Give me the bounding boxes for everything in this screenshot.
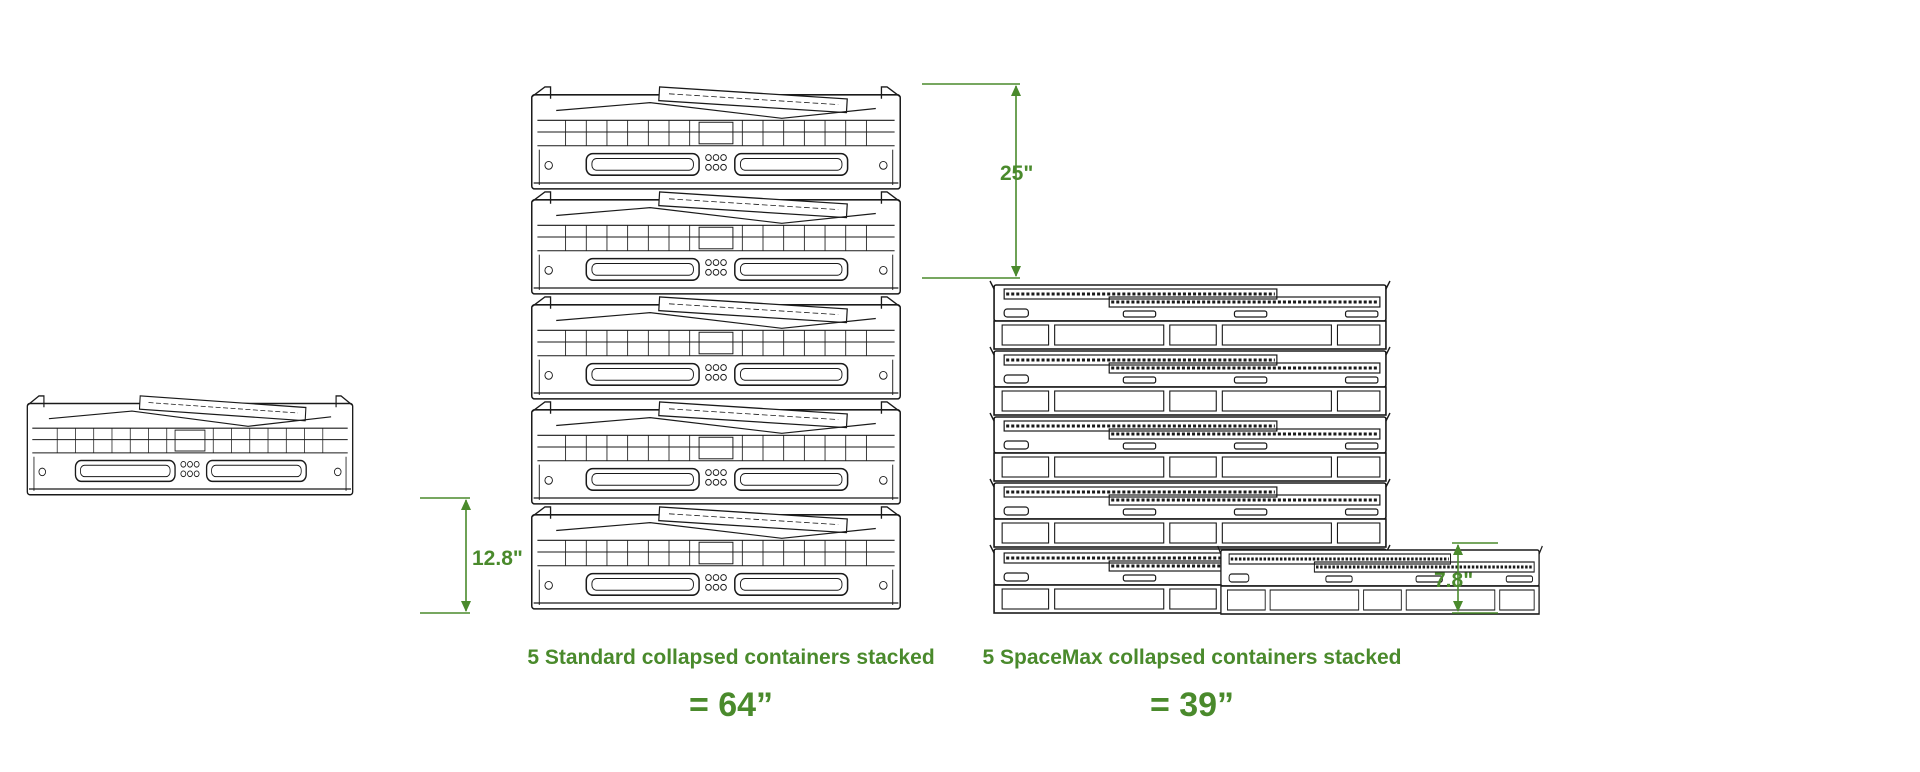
single-spacemax-container [1216,544,1544,616]
spacemax-height-label: 7.8" [1434,569,1473,592]
standard-stack-container-4 [530,191,902,295]
spacemax-stack-container-3 [988,411,1392,483]
height-difference-dimension [922,83,1021,279]
standard-stack-total: = 64” [688,686,774,724]
standard-stack-caption: 5 Standard collapsed containers stacked [527,646,935,669]
spacemax-height-dimension [1452,542,1498,614]
spacemax-stack-total: = 39” [1149,686,1235,724]
standard-stack-container-1 [530,506,902,610]
single-standard-container [26,395,354,496]
standard-container-stack [530,86,902,610]
spacemax-stack-container-5 [988,279,1392,351]
standard-stack-container-3 [530,296,902,400]
spacemax-stack-caption: 5 SpaceMax collapsed containers stacked [982,646,1402,669]
standard-height-label: 12.8" [472,547,523,570]
standard-height-dimension [420,497,471,614]
spacemax-stack-container-2 [988,477,1392,549]
standard-stack-container-5 [530,86,902,190]
spacemax-stack-container-4 [988,345,1392,417]
height-difference-label: 25" [1000,162,1033,185]
standard-stack-container-2 [530,401,902,505]
